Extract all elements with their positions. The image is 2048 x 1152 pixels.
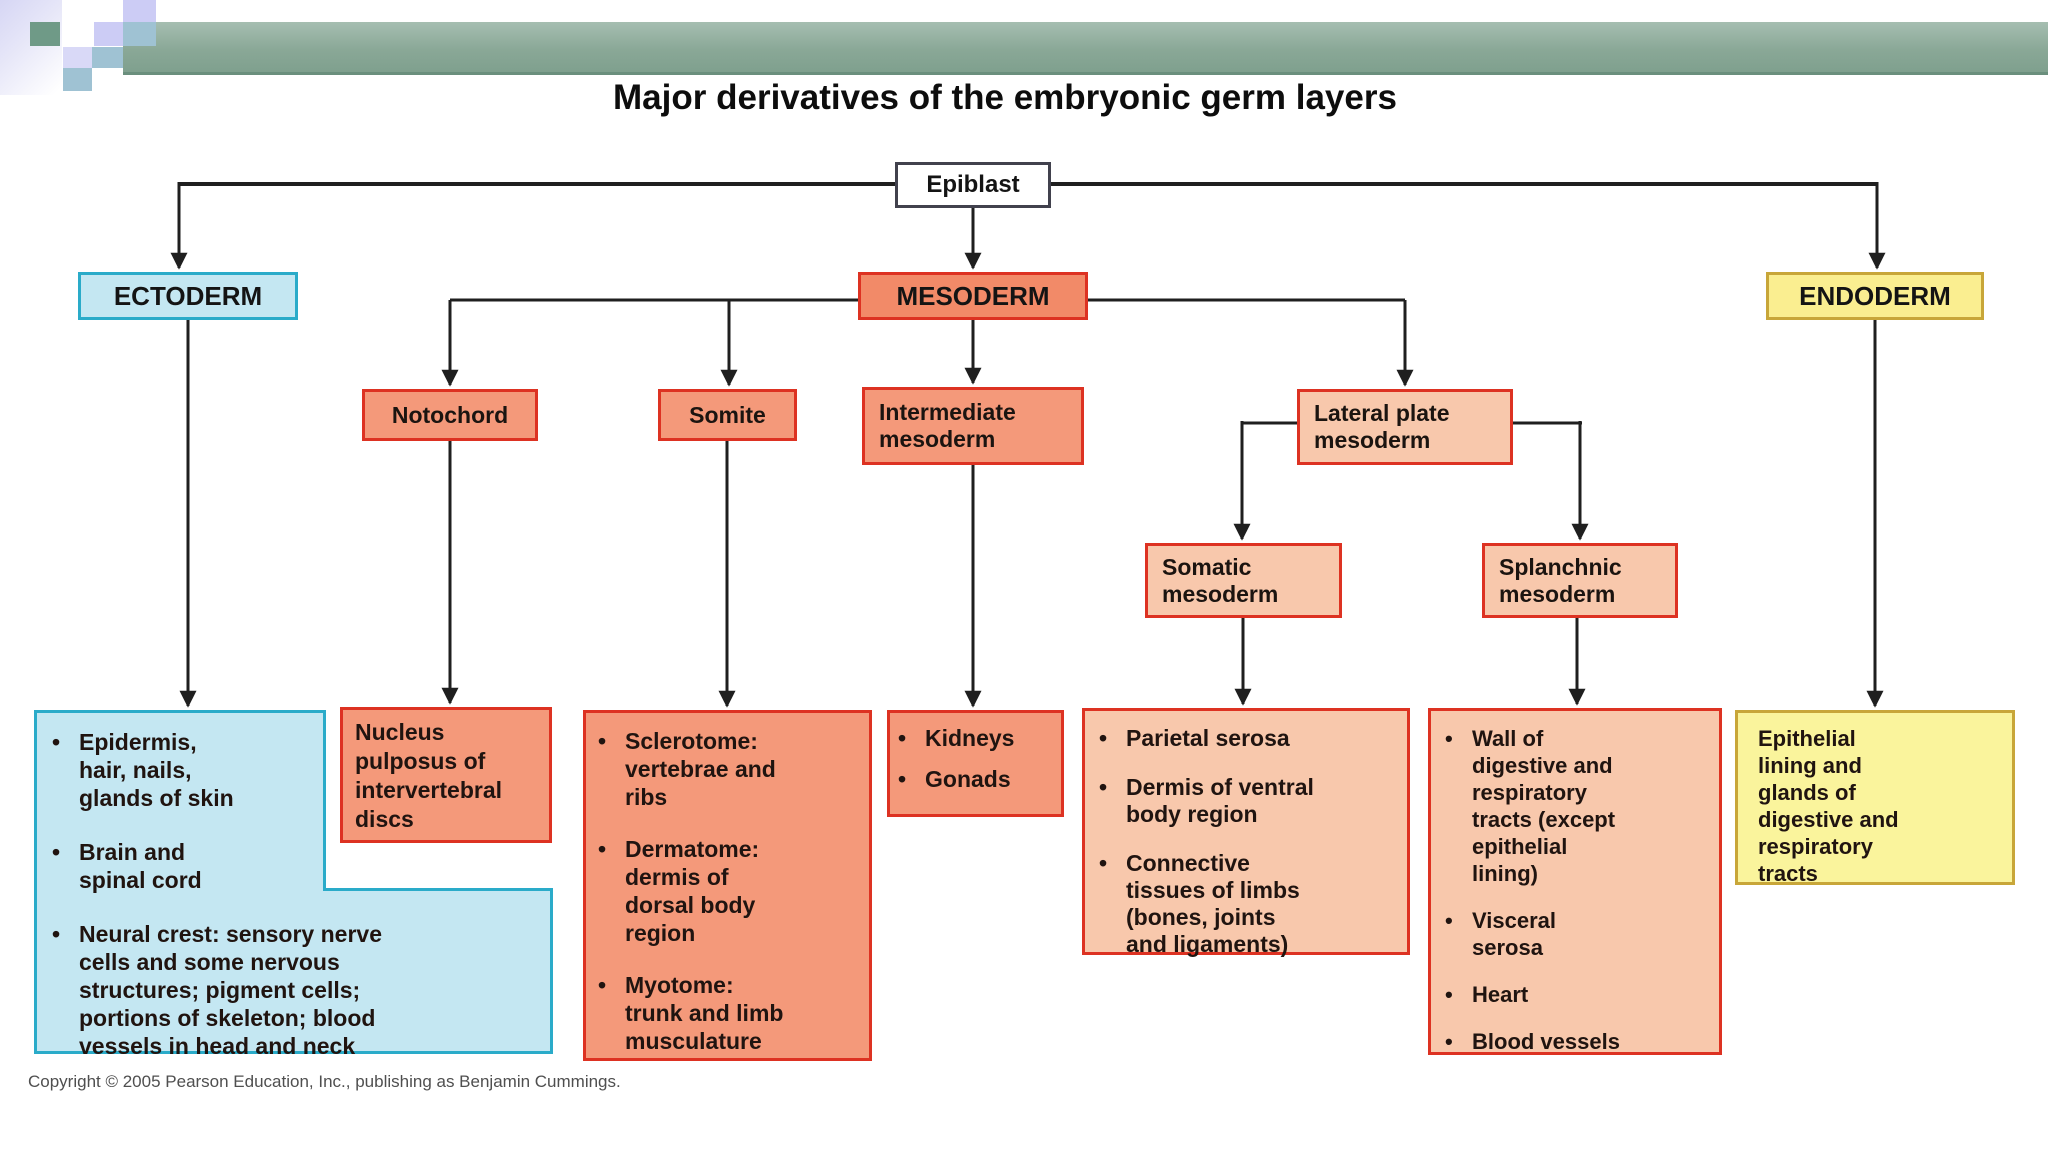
- bullet-item: • Kidneys: [898, 725, 1059, 752]
- bullet-text: Wall of digestive and respiratory tracts…: [1472, 726, 1616, 886]
- intermediate-derivatives-box: • Kidneys • Gonads: [887, 710, 1064, 817]
- bullet-dot-icon: •: [898, 725, 907, 751]
- epiblast-node: Epiblast: [895, 162, 1051, 208]
- bullet-dot-icon: •: [52, 921, 61, 947]
- bullet-text: Sclerotome: vertebrae and ribs: [625, 728, 776, 810]
- intermediate-mesoderm-node: Intermediate mesoderm: [862, 387, 1084, 465]
- bullet-item: • Sclerotome: vertebrae and ribs: [598, 727, 865, 811]
- bullet-text: Heart: [1472, 982, 1529, 1007]
- mesoderm-node: MESODERM: [858, 272, 1088, 320]
- bullet-item: • Connective tissues of limbs (bones, joi…: [1099, 850, 1403, 958]
- bullet-dot-icon: •: [1099, 850, 1108, 876]
- splanchnic-mesoderm-node: Splanchnic mesoderm: [1482, 543, 1678, 618]
- bullet-text: Dermatome: dermis of dorsal body region: [625, 836, 760, 946]
- lateral-plate-mesoderm-node: Lateral plate mesoderm: [1297, 389, 1513, 465]
- bullet-item: • Gonads: [898, 766, 1059, 793]
- bullet-item: • Visceral serosa: [1445, 907, 1715, 961]
- mosaic-square: [30, 22, 60, 46]
- bullet-dot-icon: •: [1099, 774, 1108, 800]
- bullet-dot-icon: •: [1445, 982, 1453, 1007]
- bullet-item: • Parietal serosa: [1099, 725, 1403, 752]
- bullet-text: Parietal serosa: [1126, 725, 1290, 751]
- bullet-dot-icon: •: [1445, 1029, 1453, 1054]
- somite-derivatives-box: • Sclerotome: vertebrae and ribs • Dermatom…: [583, 710, 872, 1061]
- bullet-item: • Heart: [1445, 981, 1715, 1008]
- copyright-text: Copyright © 2005 Pearson Education, Inc.…: [28, 1072, 621, 1091]
- bullet-text: Visceral serosa: [1472, 908, 1557, 960]
- endoderm-node: ENDODERM: [1766, 272, 1984, 320]
- ectoderm-derivatives-shape: [34, 710, 553, 1054]
- bullet-text: Brain and spinal cord: [79, 839, 202, 893]
- mosaic-square: [63, 68, 92, 91]
- bullet-text: Kidneys: [925, 725, 1015, 751]
- bullet-dot-icon: •: [52, 729, 61, 755]
- bullet-text: Blood vessels: [1472, 1029, 1620, 1054]
- bullet-dot-icon: •: [1099, 725, 1108, 751]
- mosaic-square: [123, 22, 156, 46]
- bullet-item: • Wall of digestive and respiratory tract…: [1445, 725, 1715, 887]
- header-bar: [123, 22, 2048, 75]
- endoderm-derivatives-box: Epithelial lining and glands of digestiv…: [1735, 710, 2015, 886]
- bullet-text: Epidermis, hair, nails, glands of skin: [79, 729, 234, 811]
- bullet-item: • Myotome: trunk and limb musculature: [598, 971, 865, 1055]
- bullet-dot-icon: •: [52, 839, 61, 865]
- bullet-dot-icon: •: [598, 972, 607, 998]
- bullet-item: • Neural crest: sensory nerve cells and s…: [52, 920, 549, 1060]
- somatic-derivatives-box: • Parietal serosa • Dermis of ventral body …: [1082, 708, 1410, 958]
- splanchnic-derivatives-box: • Wall of digestive and respiratory tract…: [1428, 708, 1722, 1055]
- somatic-mesoderm-node: Somatic mesoderm: [1145, 543, 1342, 618]
- bullet-dot-icon: •: [1445, 726, 1453, 751]
- bullet-item: • Blood vessels: [1445, 1028, 1715, 1055]
- mosaic-square: [92, 47, 123, 68]
- bullet-item: • Brain and spinal cord: [52, 838, 549, 894]
- mosaic-square: [94, 22, 124, 46]
- somite-node: Somite: [658, 389, 797, 441]
- bullet-text: Neural crest: sensory nerve cells and so…: [79, 921, 382, 1059]
- ectoderm-derivatives-box: •Epidermis, hair, nails, glands of skin•…: [34, 710, 553, 1059]
- slide-title: Major derivatives of the embryonic germ …: [613, 78, 1397, 117]
- ectoderm-node: ECTODERM: [78, 272, 298, 320]
- bullet-item: • Dermis of ventral body region: [1099, 774, 1403, 828]
- mosaic-square: [63, 47, 92, 68]
- mosaic-square: [123, 0, 156, 22]
- corner-gradient-strip: [0, 0, 62, 95]
- bullet-dot-icon: •: [898, 766, 907, 792]
- bullet-dot-icon: •: [1445, 908, 1453, 933]
- bullet-text: Gonads: [925, 766, 1011, 792]
- bullet-text: Connective tissues of limbs (bones, join…: [1126, 850, 1300, 957]
- notochord-node: Notochord: [362, 389, 538, 441]
- bullet-item: • Dermatome: dermis of dorsal body region: [598, 835, 865, 947]
- bullet-text: Myotome: trunk and limb musculature: [625, 972, 784, 1054]
- bullet-text: Dermis of ventral body region: [1126, 774, 1314, 827]
- bullet-item: • Epidermis, hair, nails, glands of skin: [52, 728, 549, 812]
- bullet-dot-icon: •: [598, 728, 607, 754]
- notochord-derivatives-box: Nucleus pulposus of intervertebral discs: [340, 707, 552, 843]
- bullet-dot-icon: •: [598, 836, 607, 862]
